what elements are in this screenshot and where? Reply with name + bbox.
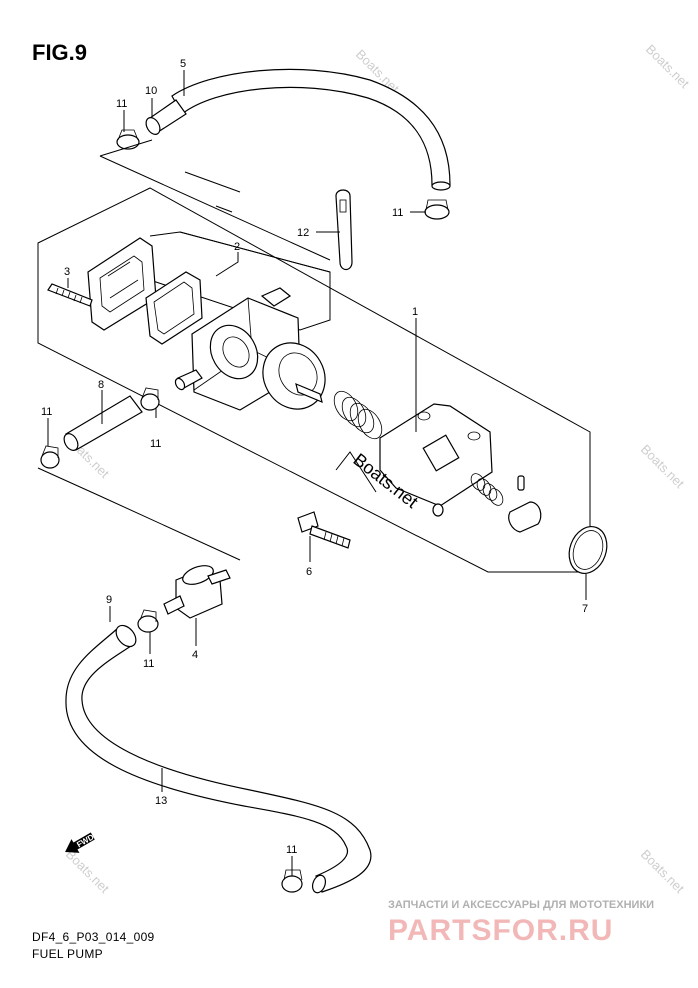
hose-5 [171, 68, 451, 191]
watermark-boats: Boats.net [63, 847, 113, 897]
ru-caption: ЗАПЧАСТИ И АКСЕССУАРЫ ДЛЯ МОТОТЕХНИКИ [388, 899, 654, 911]
gasket [145, 271, 203, 345]
leader-line [99, 155, 331, 261]
callout-11: 11 [392, 207, 403, 219]
callout-4: 4 [192, 649, 198, 661]
tube-8 [63, 395, 143, 451]
screw-3 [47, 283, 93, 307]
callout-5: 5 [180, 58, 186, 70]
callout-2: 2 [234, 241, 240, 253]
oring-7 [568, 526, 608, 574]
fwd-label: FWD [75, 832, 95, 849]
clamp-11 [40, 445, 60, 469]
clamp-11 [137, 609, 159, 633]
callout-11: 11 [41, 406, 52, 418]
callout-3: 3 [64, 266, 70, 278]
callout-12: 12 [297, 227, 309, 239]
fuel-filter-4 [163, 565, 231, 619]
pump-cover [379, 403, 493, 517]
callout-9: 9 [106, 594, 112, 606]
callout-10: 10 [145, 85, 157, 97]
bolt-6 [297, 511, 351, 549]
callout-8: 8 [98, 379, 104, 391]
callout-6: 6 [306, 566, 312, 578]
callout-13: 13 [155, 795, 167, 807]
hose-13 [65, 624, 372, 894]
callout-11: 11 [116, 98, 127, 110]
clamp-11 [116, 129, 140, 150]
figure-title: FIG.9 [32, 40, 87, 65]
clamp-11 [281, 869, 303, 893]
leader-line [179, 231, 331, 273]
spring [333, 390, 383, 440]
callout-7: 7 [582, 603, 588, 615]
gasket-plate [87, 237, 157, 331]
watermark-boats: Boats.net [638, 847, 688, 897]
clamp-11 [140, 387, 160, 411]
clip-12 [335, 189, 353, 271]
callout-1: 1 [412, 306, 418, 318]
callout-leaders [47, 70, 587, 876]
callout-11: 11 [150, 438, 161, 450]
leader-line [37, 467, 241, 561]
diagram-name: FUEL PUMP [32, 947, 103, 961]
diaphragm [262, 342, 326, 410]
callout-11: 11 [143, 658, 154, 670]
clamp-11 [424, 199, 450, 220]
tube-10 [145, 99, 187, 135]
valve-spring [470, 473, 542, 533]
watermark-boats: Boats.net [643, 42, 693, 92]
callout-11: 11 [286, 844, 297, 856]
diagram-code: DF4_6_P03_014_009 [32, 930, 155, 944]
watermark-boats: Boats.net [638, 442, 688, 492]
leader-line [99, 139, 241, 193]
ru-logo: PARTSFOR.RU [388, 914, 613, 947]
